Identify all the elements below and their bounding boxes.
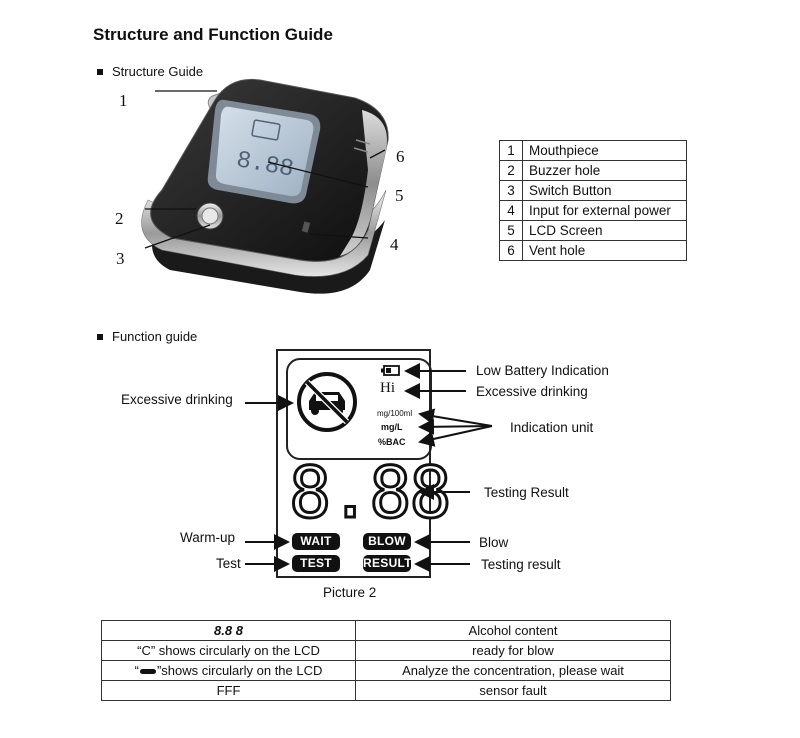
low-battery-icon (381, 365, 400, 376)
code-prefix: “ (134, 663, 139, 678)
page-title: Structure and Function Guide (93, 25, 333, 44)
label-low-battery: Low Battery Indication (476, 363, 609, 378)
no-car-icon (297, 372, 357, 432)
wait-indicator: WAIT (292, 533, 340, 550)
part-name: Input for external power (522, 200, 687, 221)
label-test: Test (216, 556, 241, 571)
part-name: Buzzer hole (522, 160, 687, 181)
function-guide-label: Function guide (112, 329, 198, 344)
part-name: Mouthpiece (522, 140, 687, 161)
unit-bac: %BAC (378, 437, 406, 447)
callout-1: 1 (119, 91, 128, 110)
part-name: Vent hole (522, 240, 687, 261)
blow-indicator: BLOW (363, 533, 411, 550)
code-cell: 8.8 8 (101, 620, 356, 641)
bullet-square-icon (97, 333, 103, 340)
code-suffix: ”shows circularly on the LCD (156, 663, 323, 678)
callout-5: 5 (395, 186, 404, 205)
part-name: Switch Button (522, 180, 687, 201)
lcd-diagram-frame (276, 349, 431, 578)
bullet-square-icon (97, 68, 103, 75)
label-testing-result: Testing Result (484, 485, 569, 500)
code-cell: FFF (101, 680, 356, 701)
meaning-cell: ready for blow (355, 640, 671, 661)
result-indicator: RESULT (363, 555, 412, 572)
dash-segment-icon (139, 669, 156, 675)
table-row: “ ”shows circularly on the LCD Analyze th… (101, 660, 671, 681)
code-cell: “ ”shows circularly on the LCD (101, 660, 356, 681)
callout-6: 6 (396, 147, 405, 166)
test-indicator: TEST (292, 555, 340, 572)
label-indication-unit: Indication unit (510, 420, 594, 435)
table-row: FFF sensor fault (101, 680, 671, 701)
label-testing-result-2: Testing result (481, 557, 561, 572)
meaning-cell: Analyze the concentration, please wait (355, 660, 671, 681)
structure-guide-heading: Structure Guide (97, 64, 203, 79)
hi-indicator: Hi (380, 380, 395, 396)
display-codes-table: 8.8 8 Alcohol content “C” shows circular… (101, 620, 671, 701)
code-cell: “C” shows circularly on the LCD (101, 640, 356, 661)
table-row: “C” shows circularly on the LCD ready fo… (101, 640, 671, 661)
label-excessive-drinking-right: Excessive drinking (476, 384, 588, 399)
meaning-cell: sensor fault (355, 680, 671, 701)
picture-caption: Picture 2 (323, 585, 377, 600)
unit-mgl: mg/L (381, 422, 403, 432)
label-blow: Blow (479, 535, 509, 550)
breathalyzer-device-illustration: 8.88 (141, 78, 389, 294)
callout-4: 4 (390, 235, 399, 254)
unit-mg100ml: mg/100ml (377, 409, 413, 418)
function-guide-heading: Function guide (97, 329, 197, 344)
meaning-cell: Alcohol content (355, 620, 671, 641)
callout-2: 2 (115, 209, 124, 228)
callout-3: 3 (116, 249, 125, 268)
label-warm-up: Warm-up (180, 530, 236, 545)
structure-guide-label: Structure Guide (112, 64, 204, 79)
label-excessive-drinking-left: Excessive drinking (121, 392, 233, 407)
table-row: 8.8 8 Alcohol content (101, 620, 671, 641)
